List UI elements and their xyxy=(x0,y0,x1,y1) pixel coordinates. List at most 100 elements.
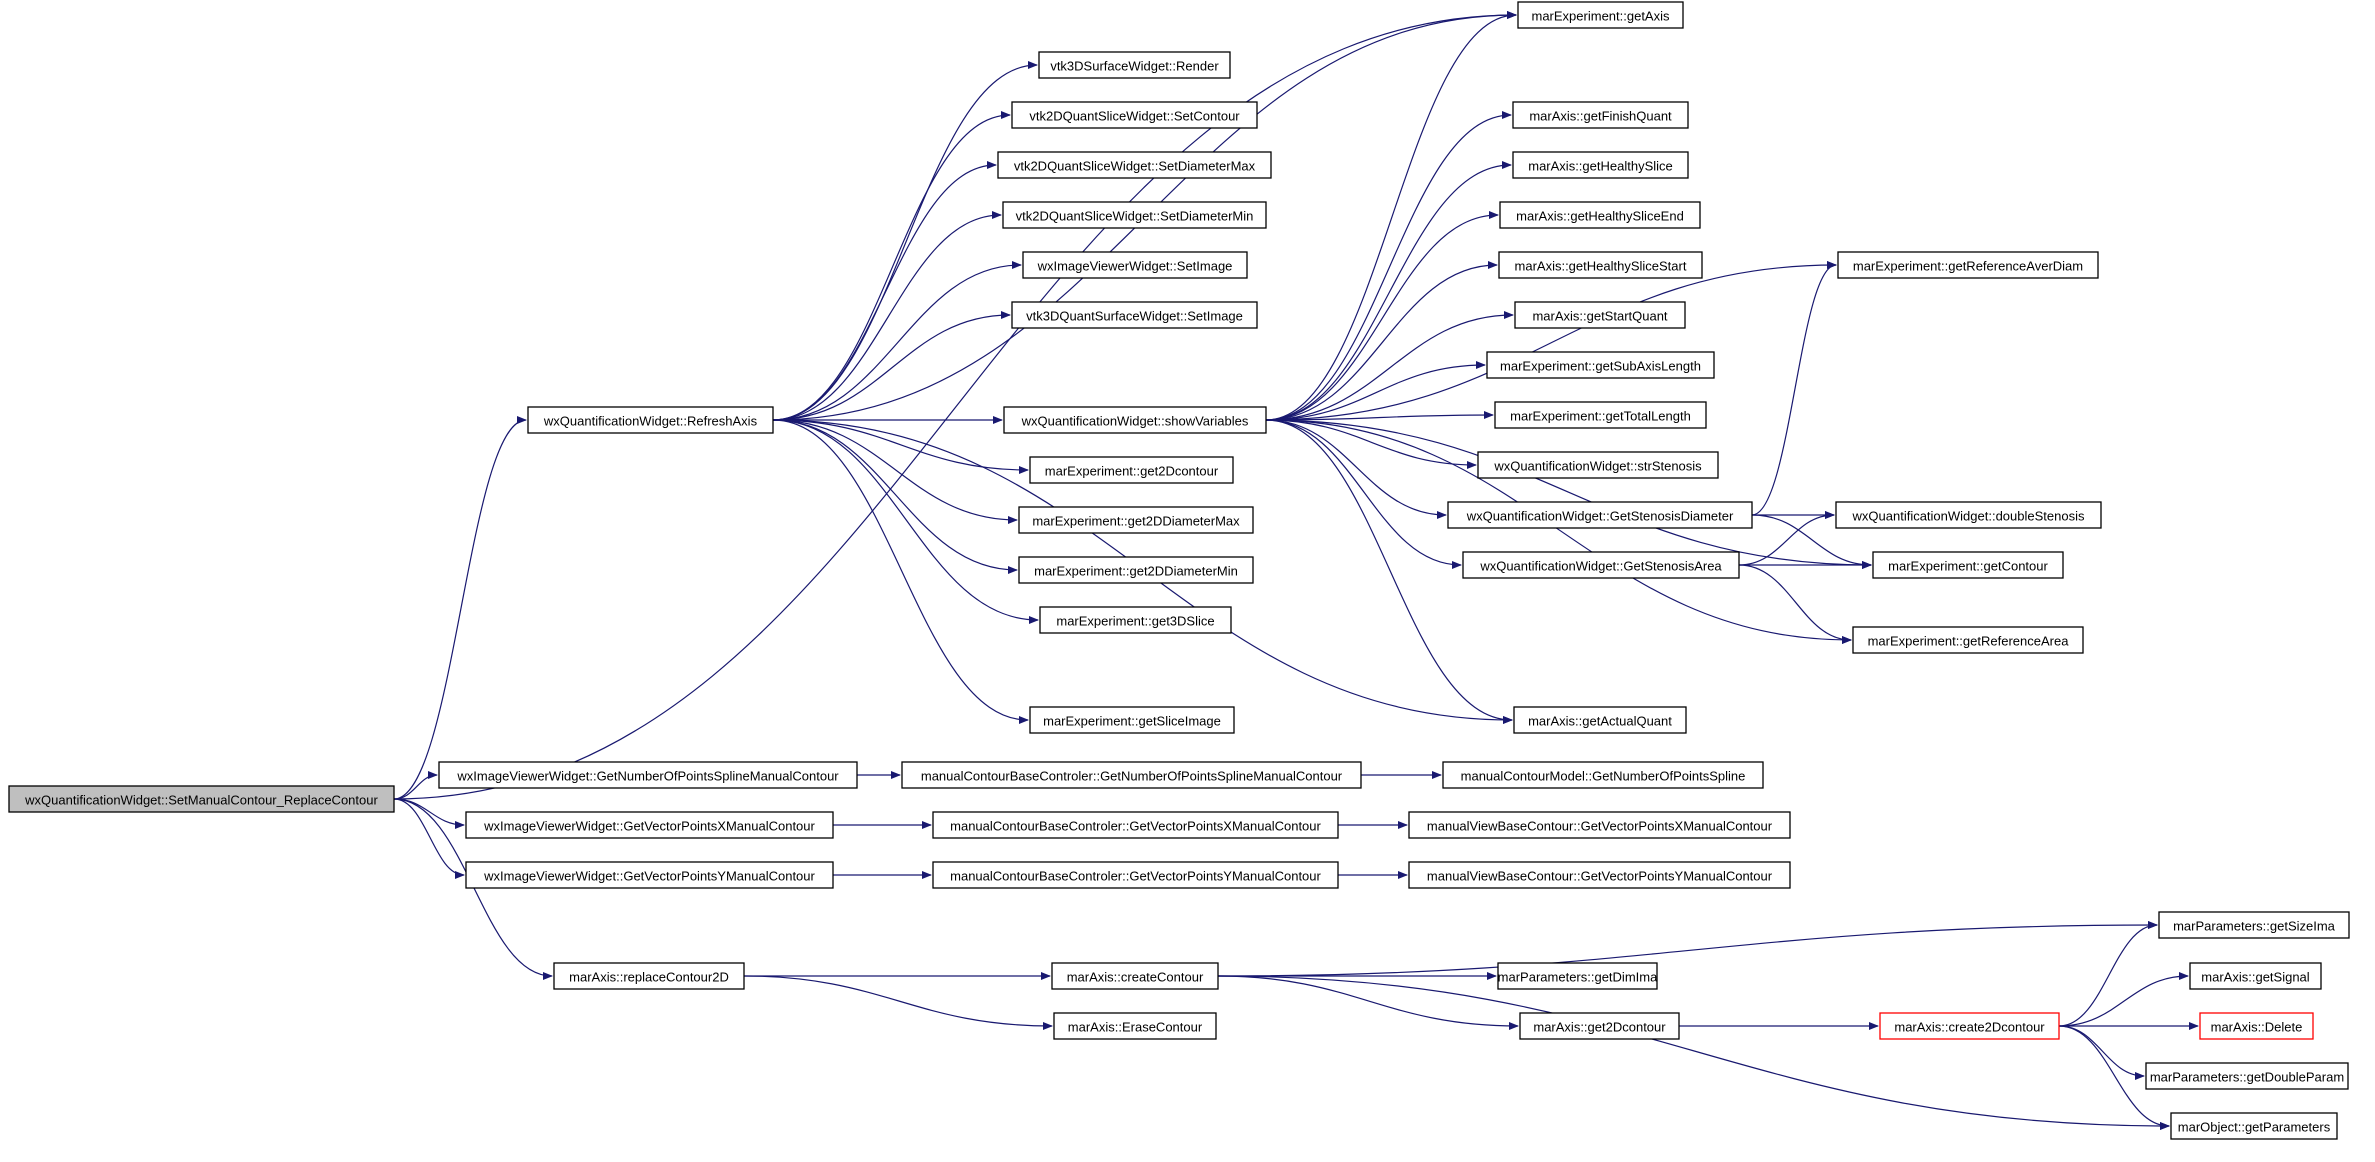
node-maraxis-gethealthysliceend[interactable]: marAxis::getHealthySliceEnd xyxy=(1499,201,1701,229)
node-wxquantificationwidget-doublestenosis[interactable]: wxQuantificationWidget::doubleStenosis xyxy=(1835,501,2102,529)
node-label: wxImageViewerWidget::SetImage xyxy=(1037,259,1233,274)
edge-n13-n26 xyxy=(1265,411,1494,421)
node-maraxis-gethealthyslicestart[interactable]: marAxis::getHealthySliceStart xyxy=(1498,251,1703,279)
node-box xyxy=(1029,706,1235,734)
edge-n13-n21 xyxy=(1265,161,1512,421)
node-box xyxy=(1517,1,1684,29)
node-label: marObject::getParameters xyxy=(2178,1120,2331,1135)
node-box xyxy=(1837,251,2099,279)
node-box xyxy=(527,406,774,434)
node-marexperiment-get2ddiametermin[interactable]: marExperiment::get2DDiameterMin xyxy=(1018,556,1254,584)
node-vtk2dquantslicewidget-setdiametermax[interactable]: vtk2DQuantSliceWidget::SetDiameterMax xyxy=(997,151,1272,179)
node-maraxis-getsignal[interactable]: marAxis::getSignal xyxy=(2189,962,2322,990)
edge-n13-n27 xyxy=(1265,419,1477,469)
node-marexperiment-getsubaxislength[interactable]: marExperiment::getSubAxisLength xyxy=(1486,351,1715,379)
node-marexperiment-getcontour[interactable]: marExperiment::getContour xyxy=(1872,551,2064,579)
node-vtk3dquantsurfacewidget-setimage[interactable]: vtk3DQuantSurfaceWidget::SetImage xyxy=(1011,301,1258,329)
edge-n13-n25 xyxy=(1265,361,1486,421)
node-wximageviewerwidget-getvectorpointsymanualcontour[interactable]: wxImageViewerWidget::GetVectorPointsYMan… xyxy=(465,861,834,889)
node-label: marExperiment::getTotalLength xyxy=(1510,409,1691,424)
node-box xyxy=(1053,1012,1217,1040)
node-box xyxy=(1872,551,2064,579)
node-label: marAxis::getFinishQuant xyxy=(1529,109,1672,124)
node-marobject-getparameters[interactable]: marObject::getParameters xyxy=(2170,1112,2338,1140)
node-box xyxy=(1038,51,1231,79)
call-nodes: wxQuantificationWidget::SetManualContour… xyxy=(8,1,2350,1140)
node-box xyxy=(1011,101,1258,129)
node-box xyxy=(932,861,1339,889)
node-maraxis-delete[interactable]: marAxis::Delete xyxy=(2199,1012,2314,1040)
node-label: marExperiment::get2Dcontour xyxy=(1045,464,1219,479)
node-maraxis-createcontour[interactable]: marAxis::createContour xyxy=(1051,962,1219,990)
node-wximageviewerwidget-setimage[interactable]: wxImageViewerWidget::SetImage xyxy=(1022,251,1248,279)
node-maraxis-getactualquant[interactable]: marAxis::getActualQuant xyxy=(1513,706,1687,734)
node-box xyxy=(2170,1112,2338,1140)
node-label: marExperiment::get2DDiameterMin xyxy=(1034,564,1238,579)
node-vtk3dsurfacewidget-render[interactable]: vtk3DSurfaceWidget::Render xyxy=(1038,51,1231,79)
edge-n13-n23 xyxy=(1265,261,1498,421)
node-label: wxQuantificationWidget::RefreshAxis xyxy=(543,414,758,429)
node-vtk2dquantslicewidget-setcontour[interactable]: vtk2DQuantSliceWidget::SetContour xyxy=(1011,101,1258,129)
node-box xyxy=(932,811,1339,839)
node-label: vtk3DQuantSurfaceWidget::SetImage xyxy=(1026,309,1243,324)
node-marexperiment-getaxis[interactable]: marExperiment::getAxis xyxy=(1517,1,1684,29)
node-marparameters-getdoubleparam[interactable]: marParameters::getDoubleParam xyxy=(2145,1062,2349,1090)
node-vtk2dquantslicewidget-setdiametermin[interactable]: vtk2DQuantSliceWidget::SetDiameterMin xyxy=(1002,201,1267,229)
node-manualcontourmodel-getnumberofpointsspline[interactable]: manualContourModel::GetNumberOfPointsSpl… xyxy=(1442,761,1764,789)
node-marexperiment-getreferenceaverdiam[interactable]: marExperiment::getReferenceAverDiam xyxy=(1837,251,2099,279)
edge-n2-n17 xyxy=(772,419,1039,624)
node-wxquantificationwidget-refreshaxis[interactable]: wxQuantificationWidget::RefreshAxis xyxy=(527,406,774,434)
node-box xyxy=(1852,626,2084,654)
node-wxquantificationwidget-showvariables[interactable]: wxQuantificationWidget::showVariables xyxy=(1003,406,1267,434)
call-edges xyxy=(393,11,2199,1130)
node-wximageviewerwidget-getnumberofpointssplinemanualcontour[interactable]: wxImageViewerWidget::GetNumberOfPointsSp… xyxy=(438,761,858,789)
node-manualcontourbasecontroler-getvectorpointsymanualcontour[interactable]: manualContourBaseControler::GetVectorPoi… xyxy=(932,861,1339,889)
node-wxquantificationwidget-getstenosisarea[interactable]: wxQuantificationWidget::GetStenosisArea xyxy=(1462,551,1740,579)
node-label: marAxis::get2Dcontour xyxy=(1533,1020,1666,1035)
node-box xyxy=(1514,301,1686,329)
node-box xyxy=(2158,911,2350,939)
edge-n0-n2 xyxy=(393,416,527,800)
node-label: marExperiment::getSliceImage xyxy=(1043,714,1221,729)
node-label: marAxis::getHealthySliceStart xyxy=(1515,259,1687,274)
edge-n2-n12 xyxy=(772,311,1011,421)
edge-n2-n9 xyxy=(772,161,997,421)
node-box xyxy=(1486,351,1715,379)
node-wxquantificationwidget-getstenosisdiameter[interactable]: wxQuantificationWidget::GetStenosisDiame… xyxy=(1447,501,1753,529)
node-label: manualContourModel::GetNumberOfPointsSpl… xyxy=(1461,769,1746,784)
node-label: marAxis::create2Dcontour xyxy=(1894,1020,2045,1035)
node-maraxis-replacecontour2d[interactable]: marAxis::replaceContour2D xyxy=(553,962,745,990)
node-marexperiment-get2dcontour[interactable]: marExperiment::get2Dcontour xyxy=(1029,456,1234,484)
node-marexperiment-gettotallength[interactable]: marExperiment::getTotalLength xyxy=(1494,401,1707,429)
node-marparameters-getdimima[interactable]: marParameters::getDimIma xyxy=(1497,962,1658,990)
node-box xyxy=(1442,761,1764,789)
node-label: marParameters::getDimIma xyxy=(1498,970,1658,985)
node-wxquantificationwidget-setmanualcontour-replacecontour[interactable]: wxQuantificationWidget::SetManualContour… xyxy=(8,785,395,813)
node-marexperiment-get3dslice[interactable]: marExperiment::get3DSlice xyxy=(1039,606,1232,634)
node-wxquantificationwidget-strstenosis[interactable]: wxQuantificationWidget::strStenosis xyxy=(1477,451,1719,479)
node-label: marAxis::Delete xyxy=(2211,1020,2303,1035)
node-manualviewbasecontour-getvectorpointsxmanualcontour[interactable]: manualViewBaseContour::GetVectorPointsXM… xyxy=(1408,811,1791,839)
node-maraxis-get2dcontour[interactable]: marAxis::get2Dcontour xyxy=(1519,1012,1680,1040)
node-manualcontourbasecontroler-getnumberofpointssplinemanualcontour[interactable]: manualContourBaseControler::GetNumberOfP… xyxy=(901,761,1362,789)
node-wximageviewerwidget-getvectorpointsxmanualcontour[interactable]: wxImageViewerWidget::GetVectorPointsXMan… xyxy=(465,811,834,839)
edge-n40-n45 xyxy=(1217,921,2158,977)
node-box xyxy=(1497,962,1658,990)
node-maraxis-erasecontour[interactable]: marAxis::EraseContour xyxy=(1053,1012,1217,1040)
node-manualcontourbasecontroler-getvectorpointsxmanualcontour[interactable]: manualContourBaseControler::GetVectorPoi… xyxy=(932,811,1339,839)
edge-n44-n48 xyxy=(2058,1025,2145,1080)
node-maraxis-getstartquant[interactable]: marAxis::getStartQuant xyxy=(1514,301,1686,329)
node-maraxis-create2dcontour[interactable]: marAxis::create2Dcontour xyxy=(1879,1012,2060,1040)
node-marparameters-getsizeima[interactable]: marParameters::getSizeIma xyxy=(2158,911,2350,939)
node-box xyxy=(1494,401,1707,429)
node-manualviewbasecontour-getvectorpointsymanualcontour[interactable]: manualViewBaseContour::GetVectorPointsYM… xyxy=(1408,861,1791,889)
node-box xyxy=(1022,251,1248,279)
node-marexperiment-getsliceimage[interactable]: marExperiment::getSliceImage xyxy=(1029,706,1235,734)
node-maraxis-getfinishquant[interactable]: marAxis::getFinishQuant xyxy=(1512,101,1689,129)
edge-n13-n22 xyxy=(1265,211,1499,421)
node-label: wxQuantificationWidget::SetManualContour… xyxy=(24,793,378,808)
node-marexperiment-get2ddiametermax[interactable]: marExperiment::get2DDiameterMax xyxy=(1018,506,1254,534)
node-box xyxy=(1447,501,1753,529)
node-marexperiment-getreferencearea[interactable]: marExperiment::getReferenceArea xyxy=(1852,626,2084,654)
node-maraxis-gethealthyslice[interactable]: marAxis::getHealthySlice xyxy=(1512,151,1689,179)
